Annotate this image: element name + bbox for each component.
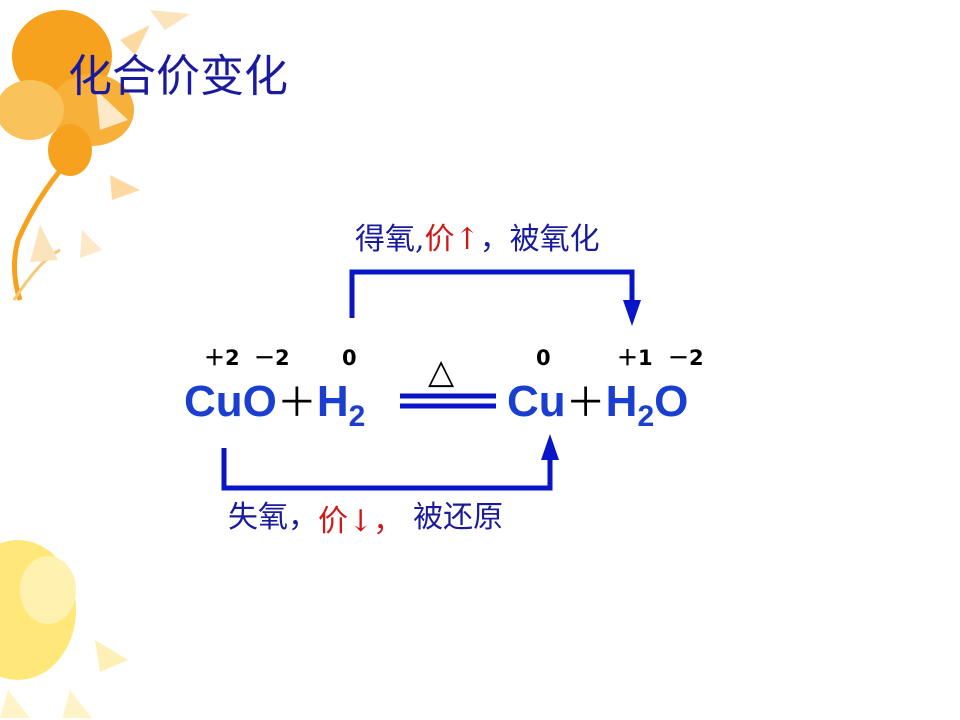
h2-subscript: 2 <box>348 400 366 433</box>
bottom-note-reduced: 被还原 <box>413 500 504 535</box>
ox-state-h-in-h2: 0 <box>342 346 357 370</box>
top-note-oxidized: ，被氧化 <box>479 222 600 257</box>
bottom-note-valence-down: 价↓， <box>318 504 404 539</box>
top-annotation: 得氧,价↑，被氧化 <box>355 222 600 258</box>
ox-state-cu: 0 <box>536 346 551 370</box>
h2o-subscript: 2 <box>637 400 655 433</box>
reactant-cuo: CuO <box>184 377 277 426</box>
bottom-bracket-arrow <box>221 434 559 491</box>
slide-title: 化合价变化 <box>68 51 288 102</box>
top-bracket-arrow <box>349 269 641 326</box>
top-note-valence-up: 价↑ <box>424 222 480 257</box>
h2o-o-symbol: O <box>654 377 689 426</box>
ox-state-o-in-h2o: －2 <box>668 346 704 370</box>
plus-sign: ＋ <box>565 380 606 426</box>
yellow-flower-decoration <box>0 540 128 718</box>
plus-sign: ＋ <box>276 380 317 426</box>
product-cu: Cu <box>507 377 566 426</box>
bottom-annotation: 失氧，价↓， 被还原 <box>228 500 504 539</box>
reactant-h2: H2 <box>316 377 365 432</box>
h2-symbol: H <box>316 377 349 426</box>
ox-state-o-in-cuo: －2 <box>254 346 290 370</box>
equation-reactants: CuO＋H2 <box>184 376 365 432</box>
heat-condition-symbol: △ <box>428 352 455 392</box>
ox-state-h-in-h2o: ＋1 <box>617 346 653 370</box>
h2o-h-symbol: H <box>605 377 638 426</box>
equation-products: Cu＋H2O <box>507 376 689 432</box>
reaction-double-line <box>400 393 496 409</box>
top-note-gain-oxygen: 得氧, <box>355 222 425 257</box>
product-h2o: H2O <box>605 377 689 432</box>
ox-state-cu-in-cuo: ＋2 <box>204 346 240 370</box>
orange-flower-decoration <box>0 10 190 301</box>
bottom-note-lose-oxygen: 失氧， <box>228 500 318 535</box>
